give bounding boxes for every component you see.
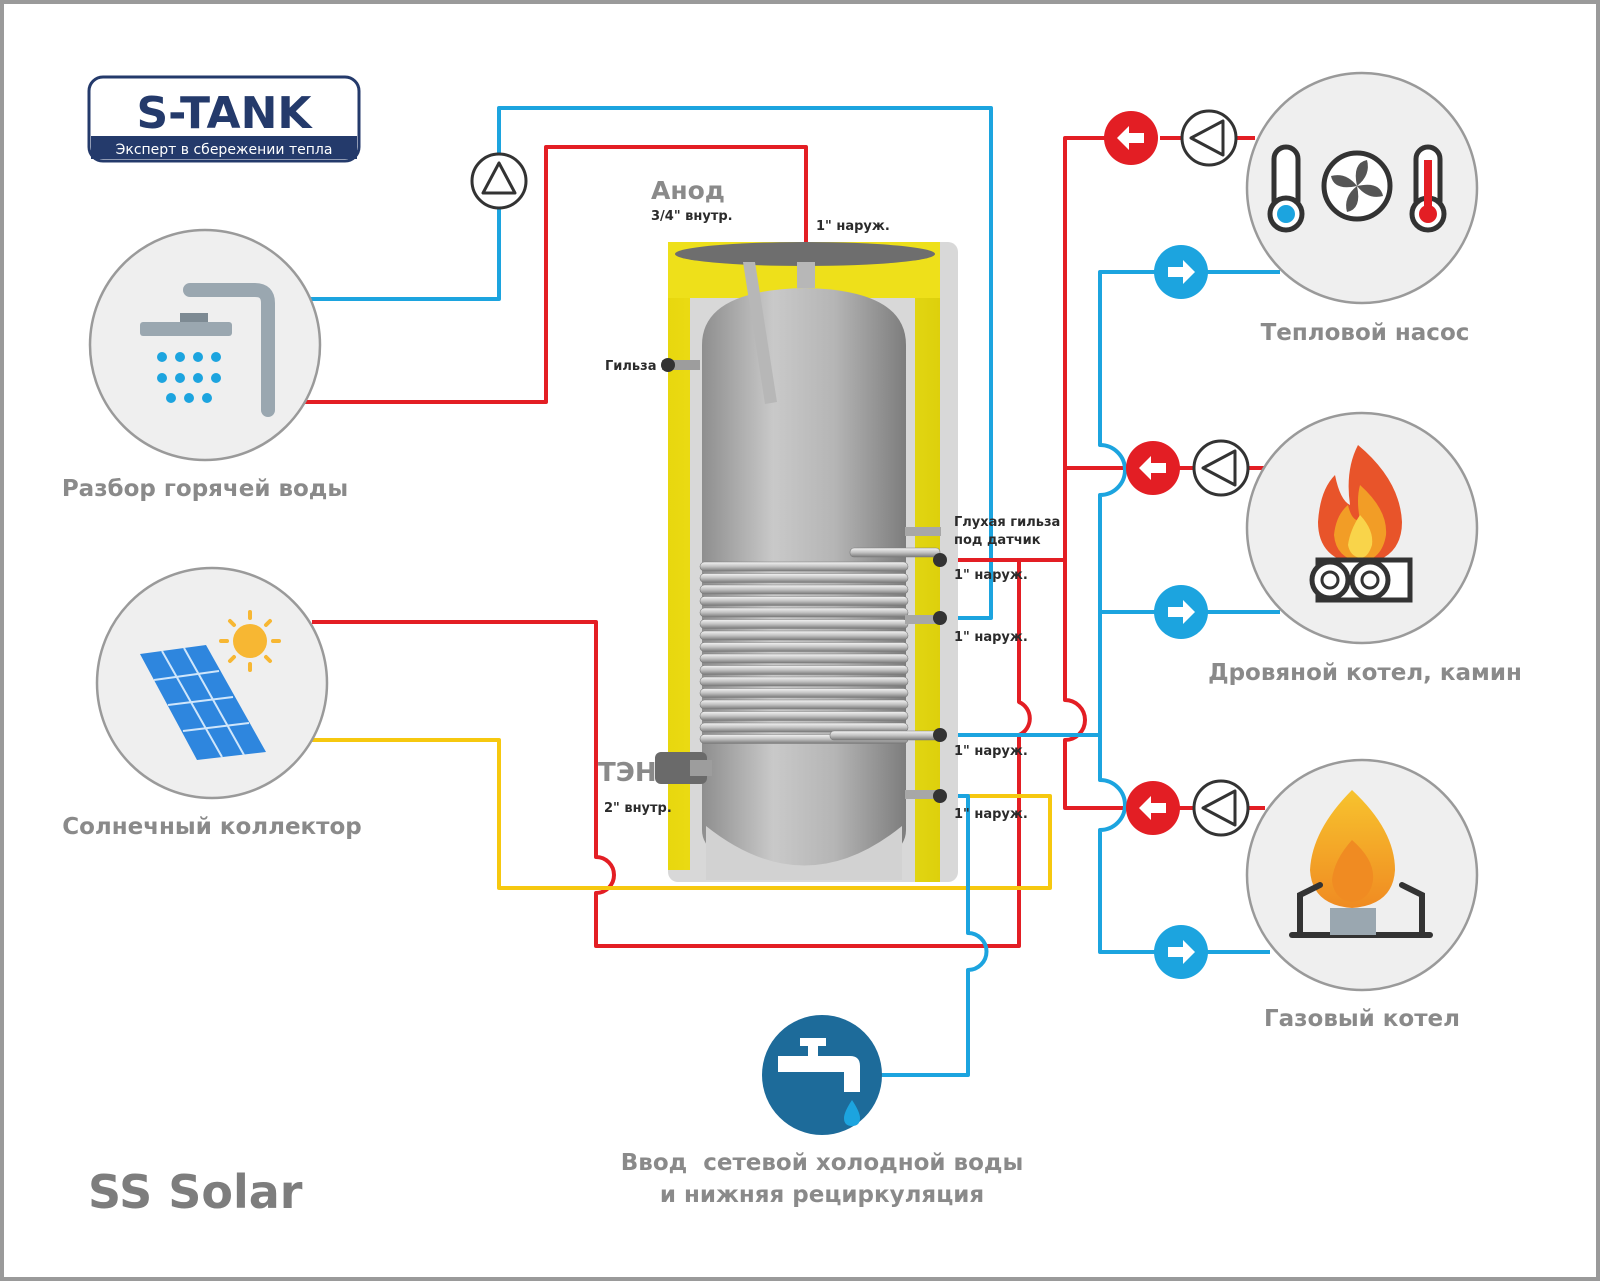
anode-rod — [743, 262, 777, 404]
label-gas-boiler: Газовый котел — [1264, 1006, 1460, 1032]
coil-outlet-tube — [829, 730, 941, 741]
solar-panel-icon — [95, 566, 329, 800]
pump-icon — [470, 152, 528, 210]
sleeve-stub — [662, 360, 700, 370]
tank-port — [933, 553, 947, 567]
fire-icon — [1245, 411, 1479, 645]
arrow-right-icon — [1154, 925, 1208, 979]
port-stub — [905, 615, 941, 624]
label-port-4: 1" наруж. — [954, 807, 1028, 822]
shower-icon — [88, 228, 322, 462]
pipe-cold-inlet — [880, 794, 989, 1077]
pipe-hot-header — [940, 136, 1130, 810]
label-heater: ТЭН — [598, 758, 657, 788]
label-top-outlet: 1" наруж. — [816, 219, 890, 234]
pipe-solar-yellow — [312, 738, 1052, 890]
tank-port — [933, 789, 947, 803]
label-port-3: 1" наруж. — [954, 744, 1028, 759]
arrow-left-icon — [1126, 781, 1180, 835]
tank-port — [933, 728, 947, 742]
heat-pump-icon — [1245, 71, 1479, 305]
arrow-left-icon — [1126, 441, 1180, 495]
top-outlet-stub — [797, 262, 815, 288]
water-tap-icon — [762, 1015, 882, 1135]
product-title: SS Solar — [88, 1165, 303, 1219]
gas-flame-icon — [1245, 758, 1479, 992]
coil-winding — [699, 676, 909, 687]
coil-winding — [699, 699, 909, 710]
logo-tagline: Эксперт в сбережении тепла — [116, 142, 333, 158]
arrow-right-icon — [1154, 585, 1208, 639]
label-port-1: 1" наруж. — [954, 568, 1028, 583]
label-sensor-sleeve-2: под датчик — [954, 533, 1041, 548]
coil-winding — [699, 642, 909, 652]
heat-exchanger-coil — [699, 547, 941, 744]
label-cold-inlet-1: Ввод сетевой холодной воды — [621, 1150, 1024, 1176]
label-wood-boiler: Дровяной котел, камин — [1208, 660, 1522, 686]
sensor-sleeve-stub — [905, 527, 941, 536]
tank — [655, 242, 958, 882]
label-anode-size: 3/4" внутр. — [651, 209, 733, 224]
pump-icon — [1192, 779, 1250, 837]
coil-winding — [699, 596, 909, 606]
label-sensor-sleeve-1: Глухая гильза — [954, 515, 1060, 530]
port-stub — [905, 790, 941, 799]
tank-bottom-dish — [706, 826, 902, 880]
coil-winding — [699, 653, 909, 664]
label-heat-pump: Тепловой насос — [1261, 320, 1470, 346]
arrow-right-icon — [1154, 245, 1208, 299]
pipe-hot-to-shower — [305, 145, 808, 404]
label-sleeve: Гильза — [605, 359, 656, 374]
logo-brand: S-TANK — [136, 88, 313, 139]
heater-stub — [690, 760, 712, 776]
coil-winding — [699, 665, 909, 675]
coil-inlet-tube — [849, 547, 941, 558]
brand-logo: S-TANK Эксперт в сбережении тепла — [87, 75, 361, 163]
coil-winding — [699, 688, 909, 698]
label-port-2: 1" наруж. — [954, 630, 1028, 645]
tank-lid — [675, 242, 935, 266]
coil-winding — [699, 619, 909, 629]
label-anode: Анод — [651, 176, 725, 205]
pipe-cold-top-loop — [310, 106, 993, 620]
sleeve-port — [661, 358, 675, 372]
coil-winding — [699, 607, 909, 618]
pump-icon — [1192, 439, 1250, 497]
tank-ports — [905, 527, 947, 803]
coil-winding — [699, 722, 909, 733]
coil-winding — [699, 584, 909, 595]
pump-icon — [1180, 109, 1238, 167]
tank-port — [933, 611, 947, 625]
label-solar: Солнечный коллектор — [62, 814, 362, 840]
coil-winding — [699, 630, 909, 641]
coil-winding — [699, 561, 909, 572]
arrow-left-icon — [1104, 111, 1158, 165]
pumps — [470, 109, 1250, 979]
label-heater-size: 2" внутр. — [604, 801, 672, 816]
coil-winding — [699, 711, 909, 721]
pipe-solar-red — [312, 558, 1032, 948]
label-hot-water: Разбор горячей воды — [62, 476, 348, 502]
label-cold-inlet-2: и нижняя рециркуляция — [660, 1182, 984, 1208]
coil-winding — [699, 573, 909, 583]
